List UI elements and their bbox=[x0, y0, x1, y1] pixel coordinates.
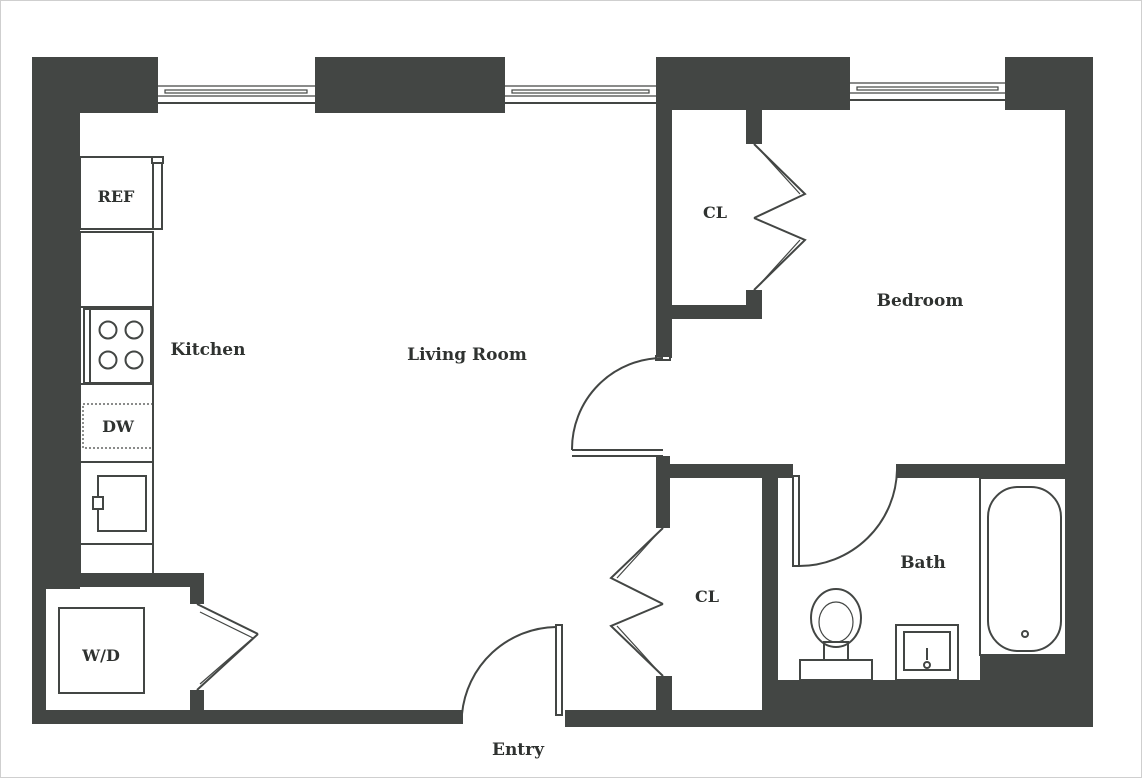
closet-top-door bbox=[753, 143, 807, 291]
kitchen-counter bbox=[79, 231, 154, 575]
closet-bottom-door bbox=[609, 527, 664, 677]
bathtub bbox=[979, 477, 1068, 656]
exterior-walls bbox=[32, 57, 1093, 727]
toilet-icon bbox=[799, 588, 873, 681]
washer-dryer bbox=[58, 607, 145, 694]
window-left bbox=[158, 85, 315, 104]
label-living-room: Living Room bbox=[407, 345, 527, 365]
bath-sink-icon bbox=[895, 624, 959, 681]
label-wd: W/D bbox=[81, 646, 120, 665]
label-bedroom: Bedroom bbox=[877, 291, 964, 311]
interior-walls bbox=[46, 110, 1065, 726]
label-closet-bottom: CL bbox=[695, 587, 719, 606]
label-bath: Bath bbox=[900, 553, 946, 573]
window-right bbox=[850, 82, 1005, 101]
bedroom-door bbox=[570, 355, 671, 457]
label-entry: Entry bbox=[492, 740, 545, 760]
wd-door bbox=[196, 603, 259, 691]
label-closet-top: CL bbox=[703, 203, 727, 222]
room-labels: REF Kitchen Living Room CL Bedroom DW CL… bbox=[81, 187, 963, 760]
bath-door bbox=[791, 464, 898, 567]
label-kitchen: Kitchen bbox=[171, 340, 246, 360]
window-middle bbox=[505, 85, 656, 104]
windows bbox=[158, 82, 1005, 104]
doors bbox=[196, 143, 898, 727]
stove-icon bbox=[83, 308, 152, 384]
dishwasher bbox=[82, 403, 154, 449]
refrigerator bbox=[79, 156, 164, 230]
sink-icon bbox=[92, 475, 147, 532]
label-ref: REF bbox=[98, 187, 135, 206]
label-dw: DW bbox=[102, 417, 135, 436]
entry-door bbox=[461, 624, 567, 727]
